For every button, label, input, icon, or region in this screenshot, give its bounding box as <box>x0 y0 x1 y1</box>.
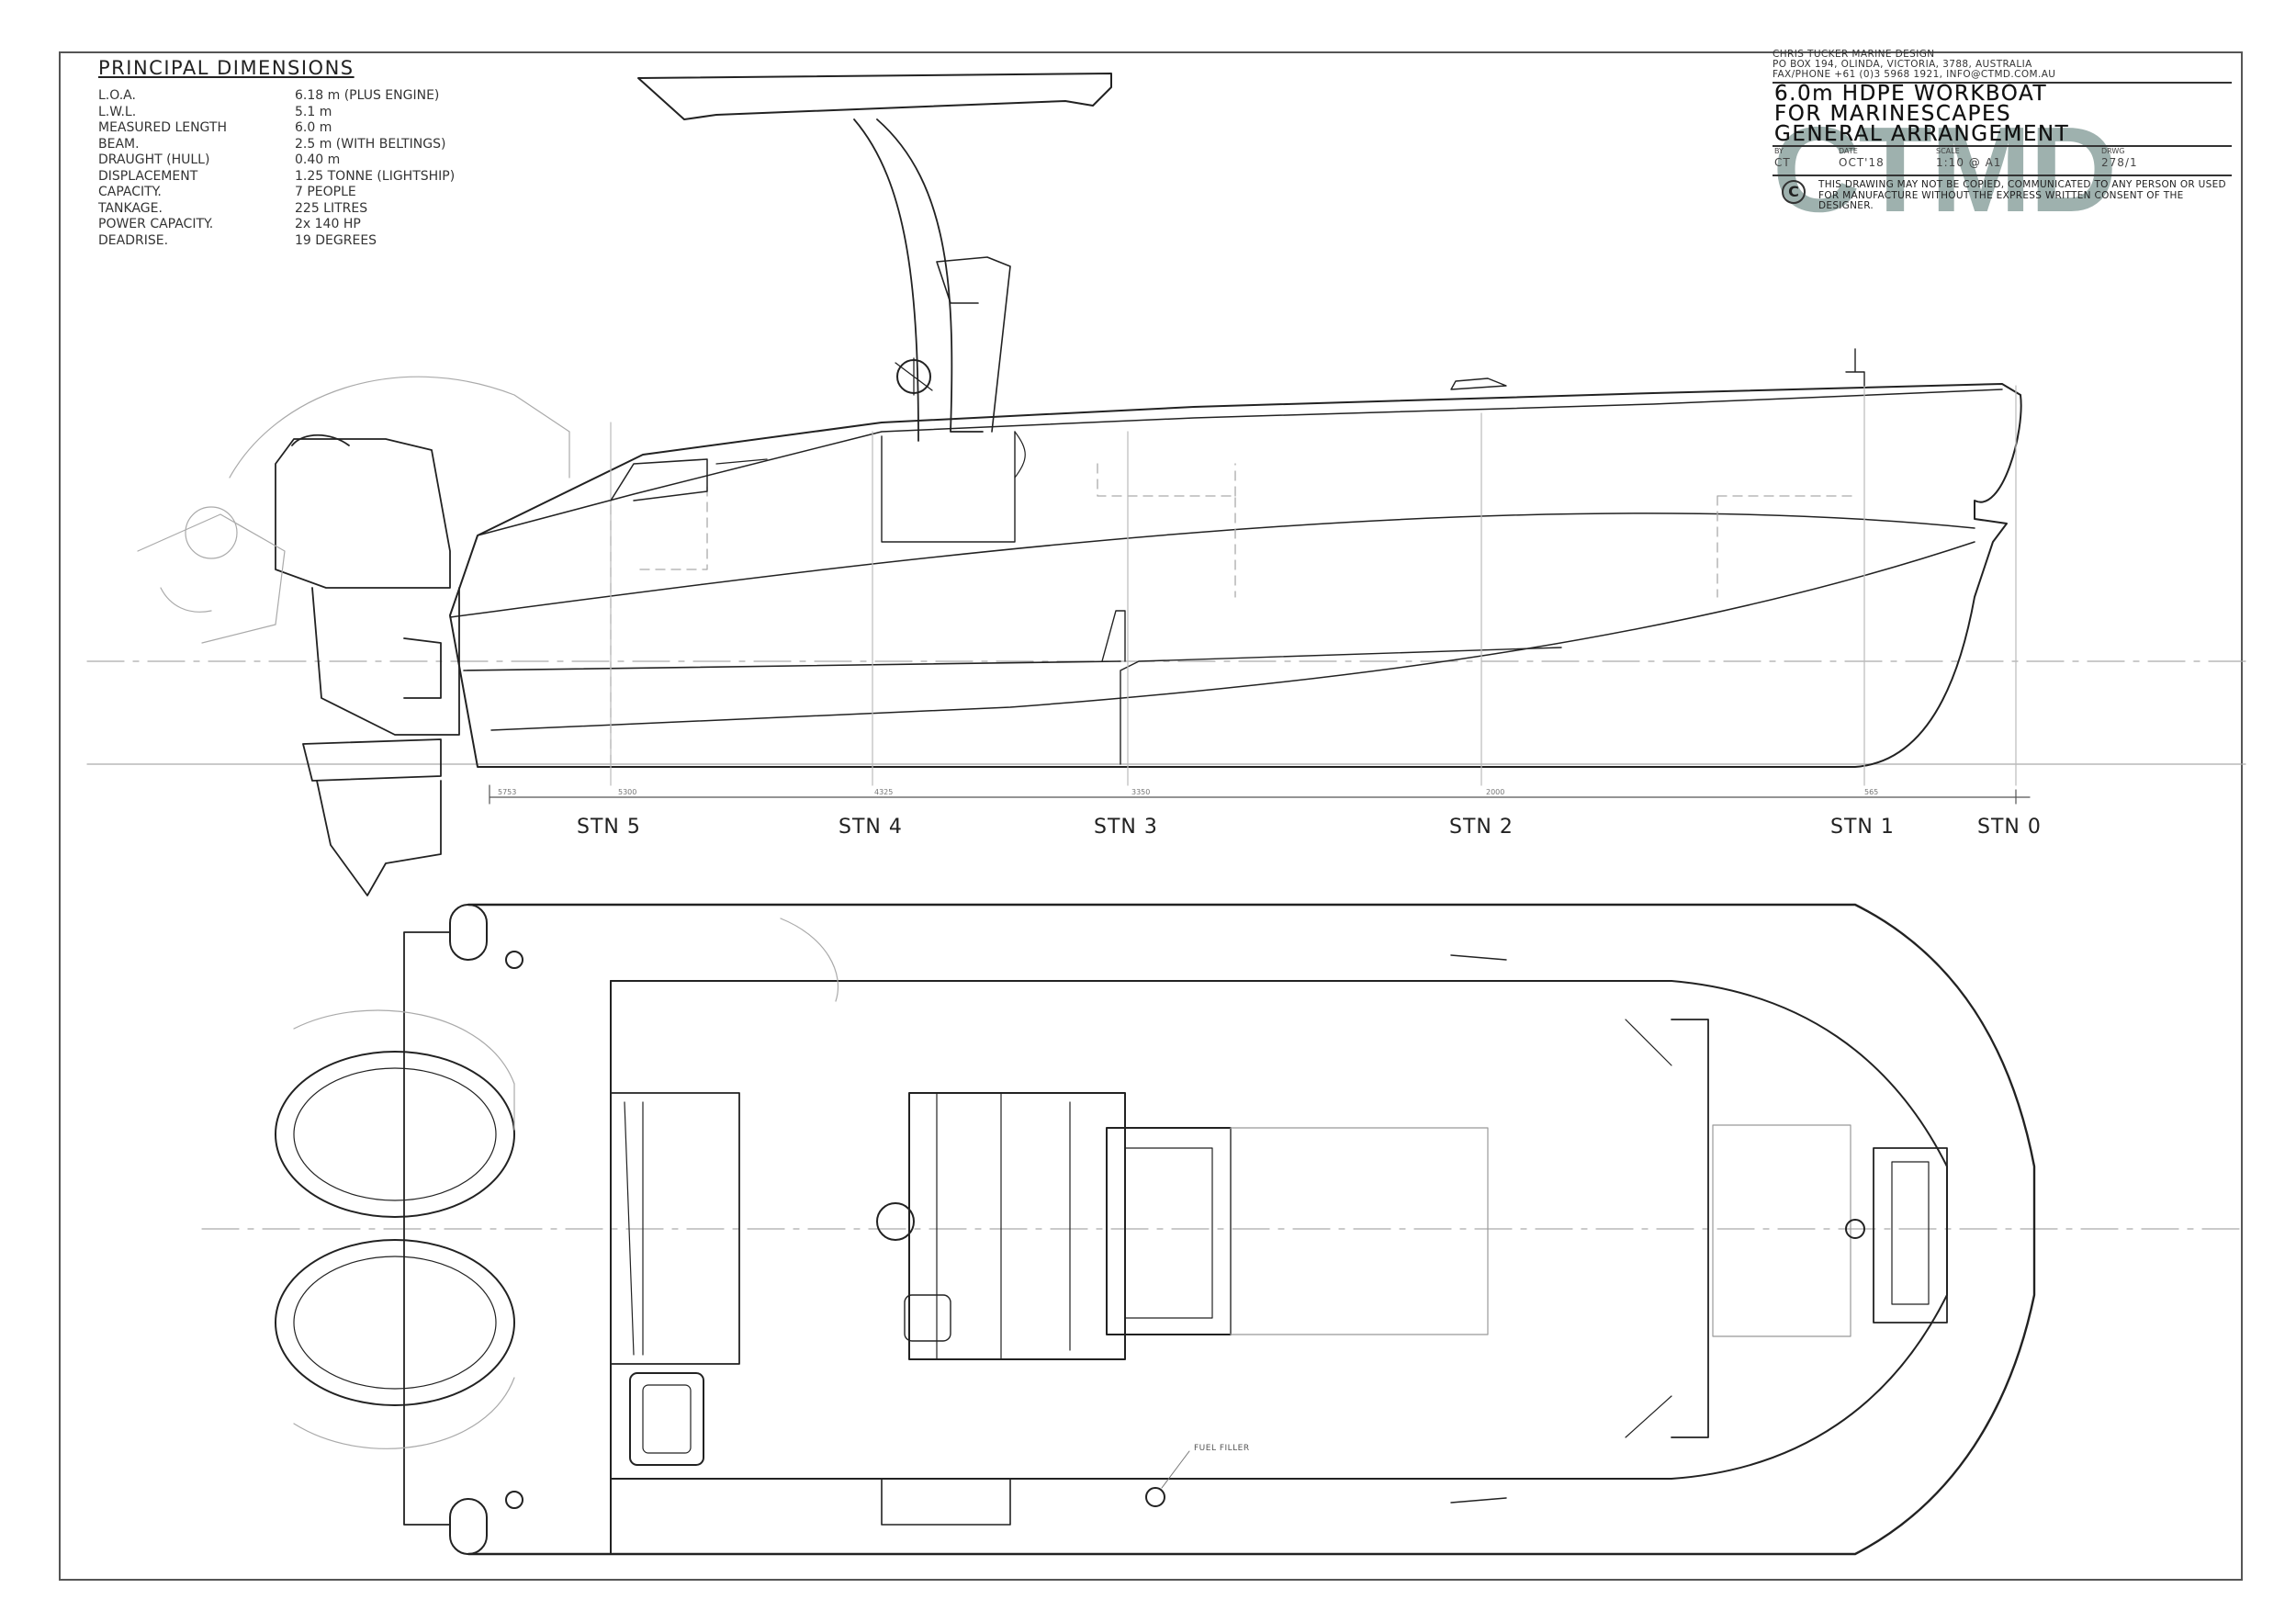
cleat-icon <box>1450 377 1507 390</box>
console-plan <box>908 1092 1126 1360</box>
bow-cleat-icon <box>1845 1219 1865 1239</box>
dimension-row: DISPLACEMENT 1.25 TONNE (LIGHTSHIP) <box>98 169 576 186</box>
fin <box>1101 610 1126 662</box>
dimension-row: TANKAGE. 225 LITRES <box>98 201 576 218</box>
bow-fitting-icon <box>1845 348 1865 387</box>
drwg-label: DRWG <box>2101 147 2125 155</box>
title-rule-top <box>1773 82 2232 84</box>
outboard-engine <box>275 434 460 896</box>
dimension-label: BEAM. <box>98 136 140 152</box>
keel-line <box>490 541 1975 731</box>
station-label: STN 4 <box>838 816 903 839</box>
dimension-value: 0.40 m <box>295 152 341 167</box>
title-rule-mid <box>1773 145 2232 147</box>
station-label: STN 5 <box>577 816 641 839</box>
bow-hatch <box>1873 1147 1948 1324</box>
copyright-notice: THIS DRAWING MAY NOT BE COPIED, COMMUNIC… <box>1818 179 2226 211</box>
dimension-value: 1.25 TONNE (LIGHTSHIP) <box>295 168 456 184</box>
starboard-sponson-cap <box>449 1498 488 1555</box>
plan-view <box>201 903 2242 1556</box>
port-stern-cleat-icon <box>505 951 523 969</box>
drawing-frame <box>59 51 2243 1581</box>
starboard-engine-icon <box>275 1239 515 1406</box>
t-top-frame <box>853 118 984 442</box>
stern-bench <box>610 1092 740 1365</box>
dimension-row: L.W.L. 5.1 m <box>98 105 576 121</box>
dimension-label: DISPLACEMENT <box>98 168 198 184</box>
dimension-value: 5.1 m <box>295 104 332 119</box>
by-value: CT <box>1774 156 1791 169</box>
date-value: OCT'18 <box>1839 156 1885 169</box>
port-engine-icon <box>275 1051 515 1218</box>
dimension-value: 225 LITRES <box>295 200 368 216</box>
principal-dimensions-table: PRINCIPAL DIMENSIONS L.O.A. 6.18 m (PLUS … <box>98 57 576 249</box>
title-block: CTMD CHRIS TUCKER MARINE DESIGN PO BOX 1… <box>1773 49 2245 215</box>
company-address: PO BOX 194, OLINDA, VICTORIA, 3788, AUST… <box>1773 59 2032 70</box>
drawing-title-line-1: 6.0m HDPE WORKBOAT <box>1774 82 2047 106</box>
scale-value: 1:10 @ A1 <box>1936 156 2002 169</box>
station-dimension: 4325 <box>874 788 894 796</box>
dimension-row: BEAM. 2.5 m (WITH BELTINGS) <box>98 137 576 153</box>
throttle-icon <box>904 1294 951 1342</box>
station-label: STN 2 <box>1449 816 1514 839</box>
transom-dimension: 5753 <box>498 788 517 796</box>
company-name: CHRIS TUCKER MARINE DESIGN <box>1773 49 1935 60</box>
bait-well <box>629 1372 704 1466</box>
port-sponson-cap <box>449 904 488 961</box>
dimension-row: DEADRISE. 19 DEGREES <box>98 233 576 250</box>
fuel-filler-icon <box>1145 1487 1165 1507</box>
dimension-label: DEADRISE. <box>98 232 169 248</box>
dimension-label: TANKAGE. <box>98 200 163 216</box>
scale-label: SCALE <box>1936 147 1960 155</box>
logo-watermark: CTMD <box>1773 102 2117 215</box>
dimension-label: CAPACITY. <box>98 185 162 199</box>
dimension-row: MEASURED LENGTH 6.0 m <box>98 120 576 137</box>
dimension-row: CAPACITY. 7 PEOPLE <box>98 185 576 201</box>
by-label: BY <box>1774 147 1784 155</box>
hull-plan <box>467 903 2036 1556</box>
station-dimension: 3350 <box>1131 788 1151 796</box>
drwg-value: 278/1 <box>2101 156 2138 169</box>
station-label: STN 0 <box>1977 816 2042 839</box>
dimension-value: 2.5 m (WITH BELTINGS) <box>295 136 446 152</box>
station-label: STN 1 <box>1830 816 1895 839</box>
dimension-label: L.W.L. <box>98 104 137 119</box>
station-dimension: 5300 <box>618 788 637 796</box>
dimension-label: DRAUGHT (HULL) <box>98 152 210 167</box>
dimension-label: MEASURED LENGTH <box>98 120 227 135</box>
dimension-value: 2x 140 HP <box>295 217 361 231</box>
profile-view <box>86 73 2246 896</box>
dimension-label: L.O.A. <box>98 88 136 103</box>
date-label: DATE <box>1839 147 1858 155</box>
hull-profile <box>449 383 2022 768</box>
title-rule-bottom <box>1773 175 2232 176</box>
dimension-row: DRAUGHT (HULL) 0.40 m <box>98 152 576 169</box>
chine-line <box>449 513 1975 618</box>
dimension-value: 19 DEGREES <box>295 232 377 248</box>
station-dimension: 2000 <box>1486 788 1505 796</box>
t-top-roof <box>637 73 1112 120</box>
console-windscreen <box>936 256 1011 433</box>
drawing-title-line-3: GENERAL ARRANGEMENT <box>1774 122 2070 146</box>
station-label: STN 3 <box>1094 816 1158 839</box>
copyright-icon: C <box>1782 180 1806 204</box>
dimension-row: L.O.A. 6.18 m (PLUS ENGINE) <box>98 88 576 105</box>
dimension-value: 7 PEOPLE <box>295 185 356 199</box>
station-dimension: 565 <box>1864 788 1879 796</box>
logo-watermark-text: CTMD <box>1773 102 2115 215</box>
fuel-filler-label: FUEL FILLER <box>1194 1444 1250 1453</box>
starboard-stern-cleat-icon <box>505 1491 523 1509</box>
steering-wheel-plan-icon <box>876 1202 915 1241</box>
dimension-value: 6.0 m <box>295 120 332 135</box>
drawing-title-line-2: FOR MARINESCAPES <box>1774 102 2012 126</box>
dimension-value: 6.18 m (PLUS ENGINE) <box>295 88 440 103</box>
company-contact: FAX/PHONE +61 (0)3 5968 1921, INFO@CTMD.… <box>1773 69 2056 80</box>
outboard-tilt-ghost <box>137 376 570 644</box>
dimension-row: POWER CAPACITY. 2x 140 HP <box>98 217 576 233</box>
principal-dimensions-title: PRINCIPAL DIMENSIONS <box>98 57 355 79</box>
dimension-label: POWER CAPACITY. <box>98 217 214 231</box>
